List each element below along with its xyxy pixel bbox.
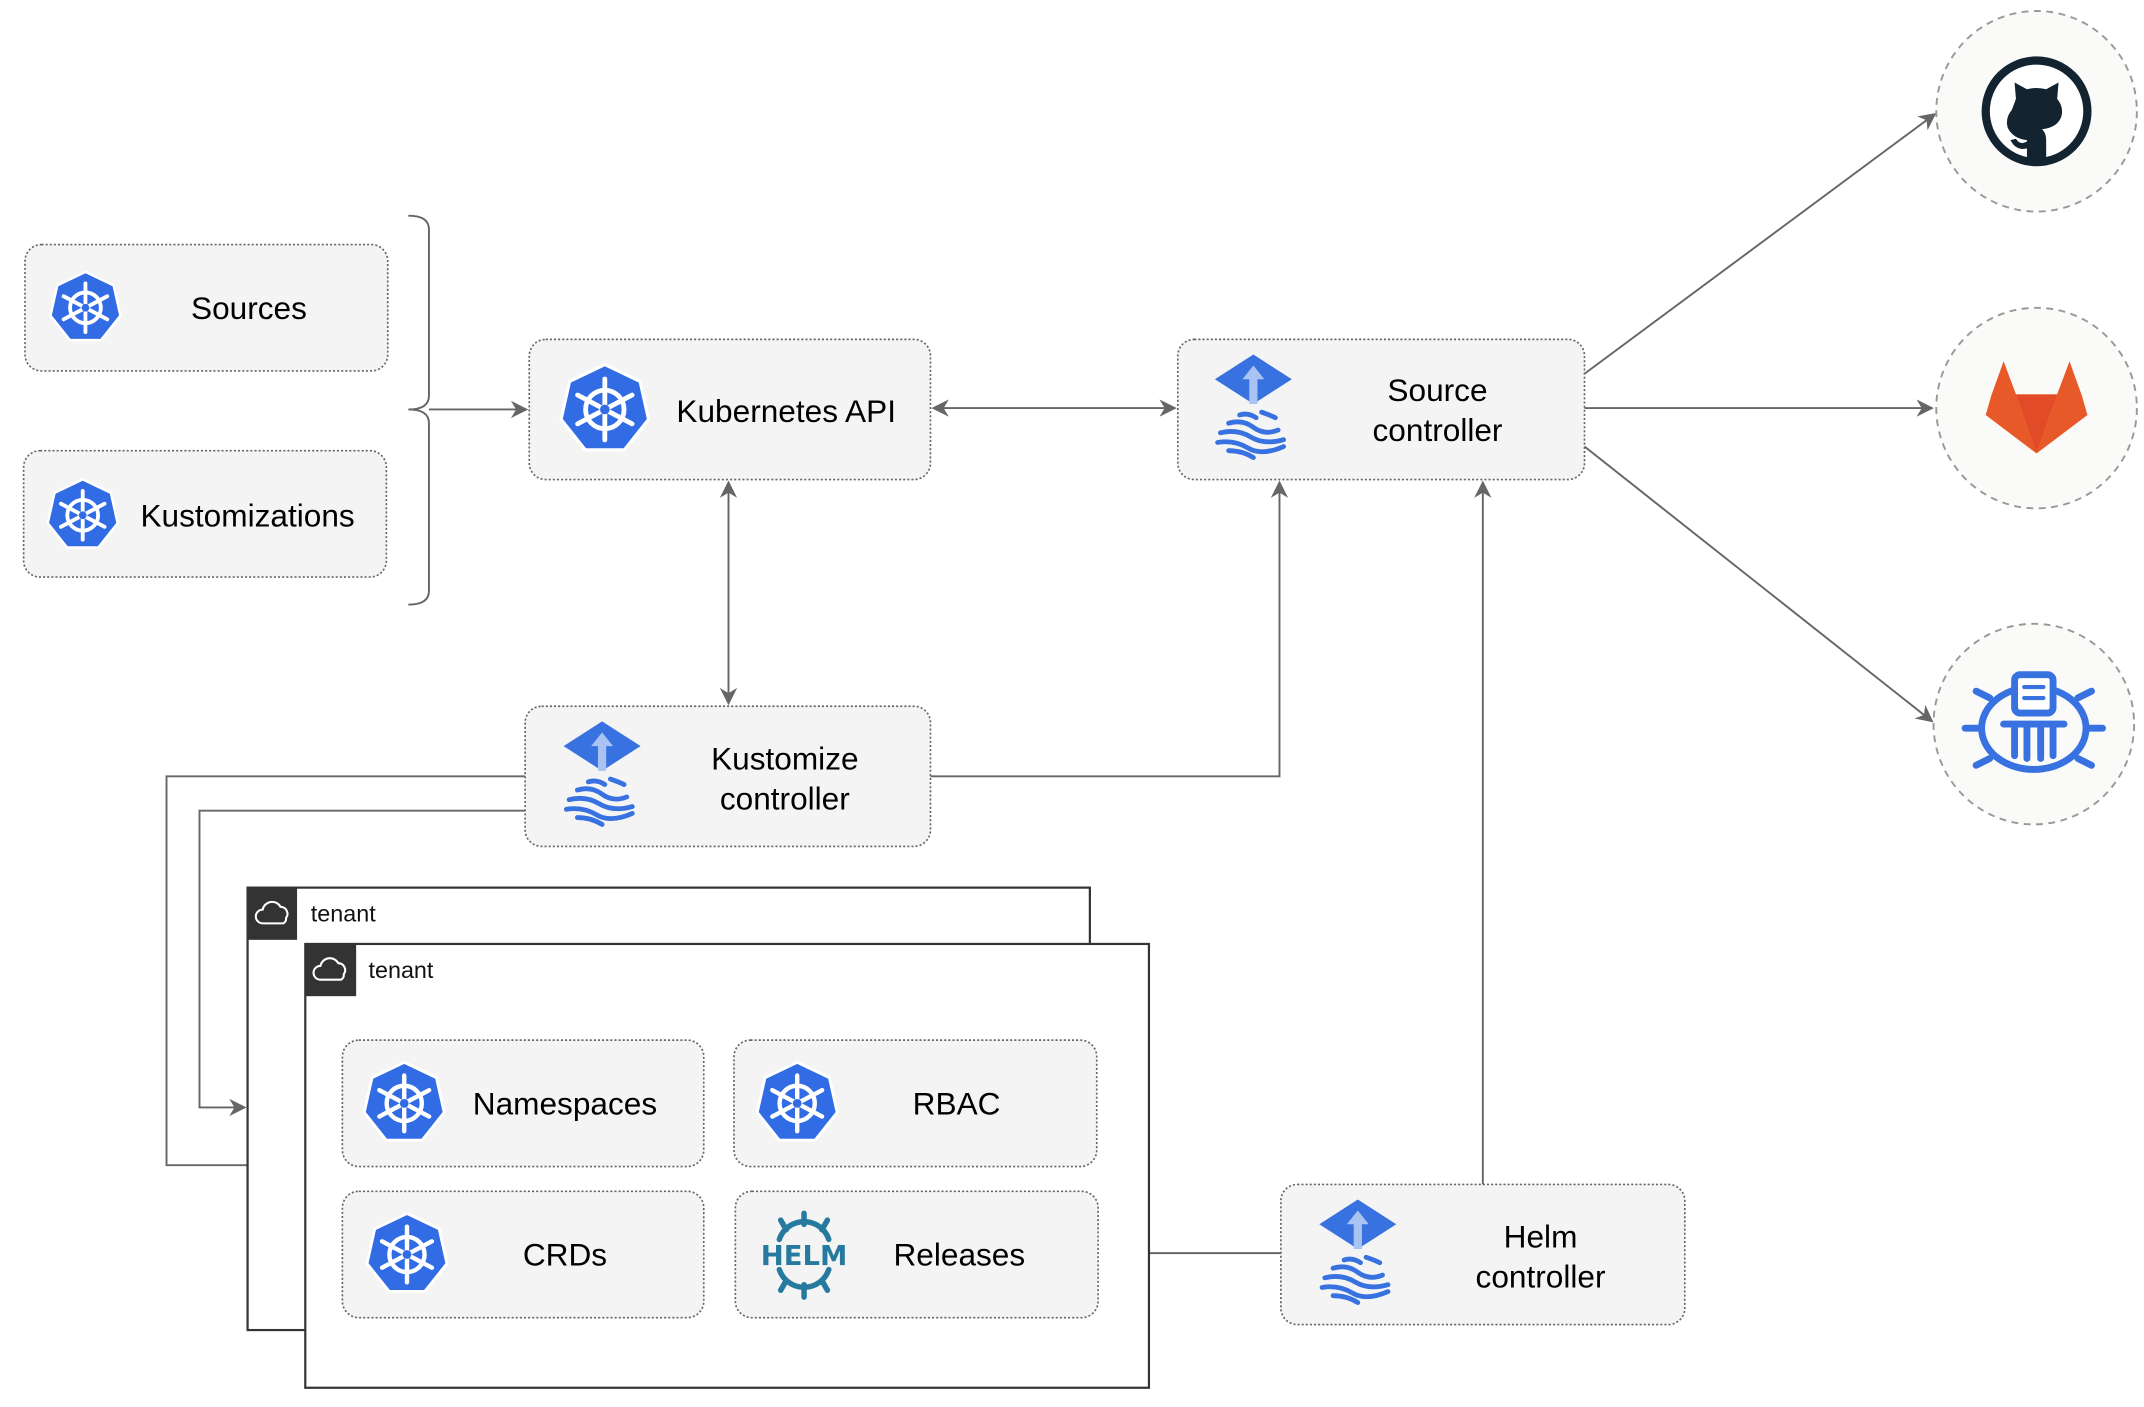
bucket-icon (1961, 671, 2106, 773)
rbac-node[interactable]: RBAC (733, 1039, 1098, 1168)
kubernetes-api-label: Kubernetes API (676, 393, 896, 429)
source-controller-label-line1: Source (1387, 372, 1487, 408)
kustomizations-label: Kustomizations (140, 497, 354, 533)
kubernetes-api-node[interactable]: Kubernetes API (528, 338, 932, 481)
tenant-label: tenant (311, 901, 376, 927)
github-node[interactable] (1935, 10, 2138, 213)
kustomizations-node[interactable]: Kustomizations (22, 449, 388, 578)
source-controller-node[interactable]: Source controller (1176, 338, 1586, 481)
edge-kustomize-tenant-back (198, 809, 526, 1117)
bucket-node[interactable] (1932, 622, 2136, 826)
helm-icon: HELM (761, 1210, 848, 1300)
crds-label: CRDs (523, 1236, 607, 1272)
edge-source-bucket (1583, 445, 1934, 723)
kustomize-controller-label-line2: controller (720, 780, 850, 816)
kustomize-controller-node[interactable]: Kustomize controller (524, 705, 932, 848)
namespaces-label: Namespaces (473, 1085, 657, 1121)
crds-node[interactable]: CRDs (341, 1190, 705, 1319)
gitlab-icon (1985, 361, 2088, 454)
rbac-label: RBAC (913, 1085, 1001, 1121)
edge-source-github (1583, 113, 1937, 375)
edges (165, 113, 1937, 1262)
edge-kustomize-tenant-front (165, 775, 526, 1174)
helm-controller-node[interactable]: Helm controller (1280, 1183, 1686, 1326)
releases-label: Releases (893, 1236, 1025, 1272)
github-icon (1981, 56, 2092, 167)
helm-controller-label-line2: controller (1476, 1258, 1606, 1294)
namespaces-node[interactable]: Namespaces (341, 1039, 705, 1168)
kustomize-controller-label-line1: Kustomize (711, 740, 858, 776)
sources-node[interactable]: Sources (24, 243, 389, 372)
releases-node[interactable]: HELM Releases (734, 1190, 1099, 1319)
sources-label: Sources (191, 290, 307, 326)
gitlab-node[interactable] (1935, 306, 2138, 510)
helm-controller-label-line1: Helm (1504, 1219, 1578, 1255)
edge-kustomize-source (930, 480, 1289, 778)
source-controller-label-line2: controller (1373, 412, 1503, 448)
helm-wordmark: HELM (761, 1240, 848, 1272)
tenant-label: tenant (369, 957, 434, 983)
brace (408, 214, 430, 606)
